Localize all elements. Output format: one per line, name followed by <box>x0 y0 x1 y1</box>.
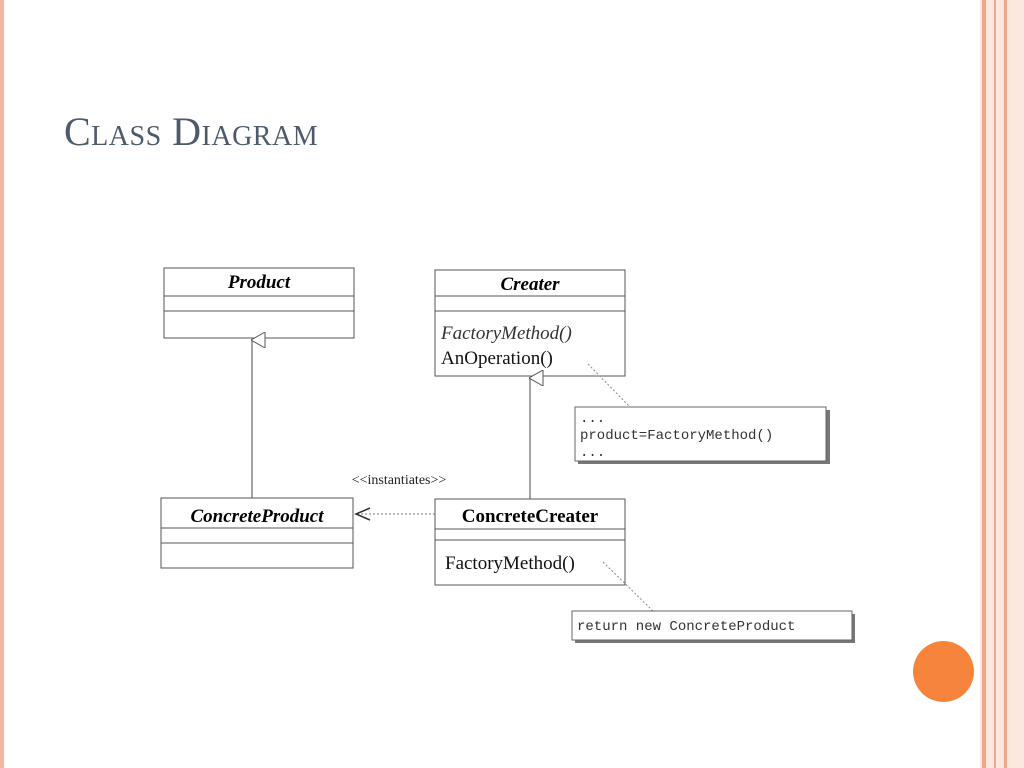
dependency-stereotype: <<instantiates>> <box>352 473 447 488</box>
class-creater: Creater FactoryMethod() AnOperation() <box>434 269 626 377</box>
note-factorymethod: return new ConcreteProduct <box>571 561 855 643</box>
class-box <box>434 269 626 377</box>
accent-circle <box>913 641 974 702</box>
left-border-stripe <box>0 0 4 768</box>
note-line: ... <box>580 411 605 427</box>
note-box <box>571 610 853 641</box>
right-border-panel <box>980 0 1024 768</box>
class-box <box>434 498 626 586</box>
dependency-arrow <box>354 507 435 521</box>
operation-factory-method: FactoryMethod() <box>445 553 575 574</box>
slide-title: Class Diagram <box>64 109 319 154</box>
right-border-line-3 <box>1004 0 1007 768</box>
class-name: ConcreteProduct <box>191 506 325 527</box>
class-box <box>163 267 355 339</box>
class-product: Product <box>163 267 355 339</box>
note-line: ... <box>580 445 605 461</box>
note-line: product=FactoryMethod() <box>580 428 773 444</box>
class-name: ConcreteCreater <box>462 506 599 527</box>
class-box <box>160 497 354 569</box>
class-name: Creater <box>500 274 560 295</box>
class-name: Product <box>227 272 291 293</box>
class-concrete-creater: ConcreteCreater FactoryMethod() <box>434 498 626 586</box>
operation-factory-method: FactoryMethod() <box>440 323 572 344</box>
operation-an-operation: AnOperation() <box>441 348 553 369</box>
class-concrete-product: ConcreteProduct <box>160 497 354 569</box>
right-border-line-1 <box>982 0 986 768</box>
note-anoperation: ... product=FactoryMethod() ... <box>574 363 830 464</box>
note-line: return new ConcreteProduct <box>577 619 795 635</box>
note-box <box>574 406 827 462</box>
dependency-arrowhead <box>354 507 371 521</box>
right-border-line-2 <box>994 0 996 768</box>
